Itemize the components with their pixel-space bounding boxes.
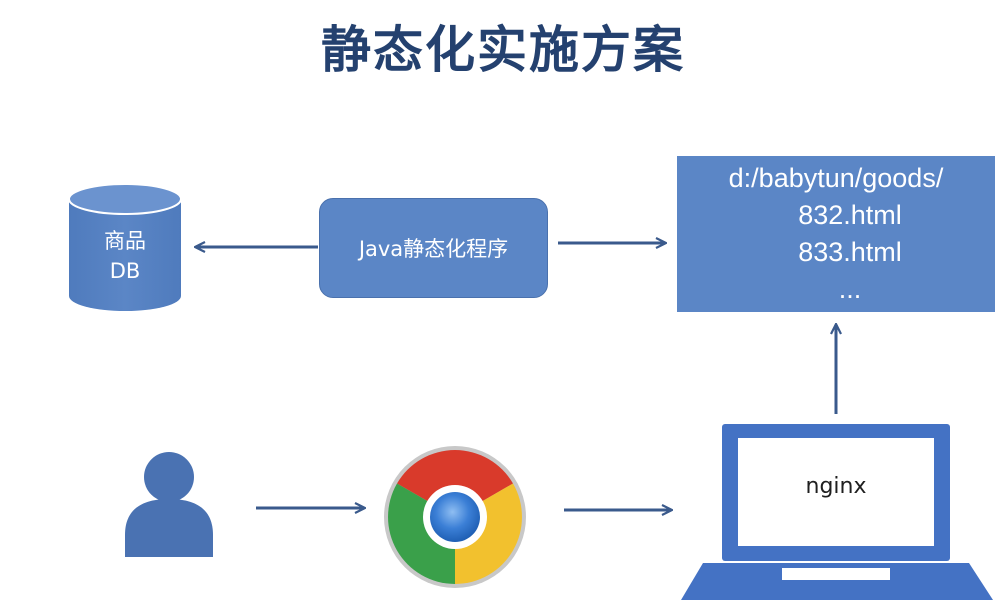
java-static-program-node: Java静态化程序 xyxy=(319,198,548,298)
database-label-line2: DB xyxy=(109,259,141,283)
database-cylinder-icon xyxy=(68,183,182,311)
user-icon xyxy=(125,452,213,557)
static-file-item: 832.html xyxy=(798,200,902,230)
java-static-program-label: Java静态化程序 xyxy=(358,237,509,261)
nginx-label: nginx xyxy=(805,474,867,499)
static-file-item: 833.html xyxy=(798,237,902,267)
page-title: 静态化实施方案 xyxy=(321,21,685,79)
static-files-node: d:/babytun/goods/ 832.html 833.html ... xyxy=(677,156,995,312)
database-label: 商品 DB xyxy=(68,226,182,286)
database-label-line1: 商品 xyxy=(104,229,146,253)
laptop-icon xyxy=(681,424,993,600)
chrome-browser-icon xyxy=(384,446,526,588)
static-files-path: d:/babytun/goods/ xyxy=(728,163,944,193)
static-file-item-ellipsis: ... xyxy=(838,274,862,304)
